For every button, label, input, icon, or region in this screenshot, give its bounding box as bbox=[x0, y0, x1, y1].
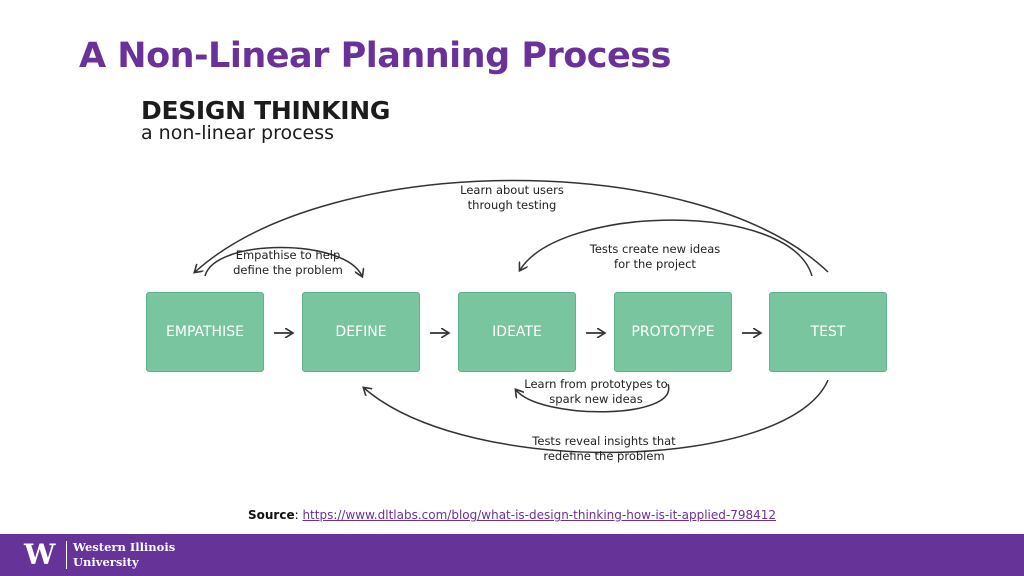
label-tests-ideas-2: for the project bbox=[614, 257, 696, 271]
university-name: Western Illinois University bbox=[73, 540, 175, 570]
stage-empathise: EMPATHISE bbox=[146, 292, 264, 372]
footer-bar: W Western Illinois University bbox=[0, 534, 1024, 576]
logo-divider bbox=[66, 541, 67, 569]
stage-ideate: IDEATE bbox=[458, 292, 576, 372]
label-learn-users-2: through testing bbox=[468, 198, 557, 212]
source-label: Source bbox=[247, 508, 295, 522]
university-name-line2: University bbox=[73, 555, 139, 569]
label-prototypes-ideas-1: Learn from prototypes to bbox=[524, 377, 667, 391]
label-empathise-define-2: define the problem bbox=[233, 263, 343, 277]
label-empathise-define-1: Empathise to help bbox=[236, 248, 341, 262]
stage-define: DEFINE bbox=[302, 292, 420, 372]
diagram-arrows: Learn about users through testing Empath… bbox=[0, 179, 829, 463]
slide-title: A Non-Linear Planning Process bbox=[79, 36, 671, 76]
label-learn-users-1: Learn about users bbox=[460, 183, 564, 197]
loop-arrow-tests-ideas bbox=[520, 219, 813, 277]
university-logo-icon: W bbox=[24, 538, 56, 571]
university-name-line1: Western Illinois bbox=[73, 540, 176, 554]
stage-test: TEST bbox=[769, 292, 887, 372]
label-prototypes-ideas-2: spark new ideas bbox=[549, 392, 642, 406]
label-tests-ideas-1: Tests create new ideas bbox=[589, 242, 721, 256]
stage-prototype: PROTOTYPE bbox=[614, 292, 732, 372]
source-link[interactable]: https://www.dltlabs.com/blog/what-is-des… bbox=[302, 508, 776, 522]
label-tests-insights-1: Tests reveal insights that bbox=[531, 434, 676, 448]
loop-arrow-prototypes-ideas bbox=[516, 383, 670, 413]
loop-arrow-learn-users bbox=[195, 179, 829, 273]
loop-arrow-tests-insights bbox=[364, 379, 829, 454]
loop-arrow-empathise-define bbox=[204, 246, 362, 277]
label-tests-insights-2: redefine the problem bbox=[543, 449, 664, 463]
source-citation: Source: https://www.dltlabs.com/blog/wha… bbox=[247, 508, 776, 522]
diagram-subheading: a non-linear process bbox=[141, 122, 335, 144]
diagram-heading: DESIGN THINKING bbox=[141, 96, 391, 125]
